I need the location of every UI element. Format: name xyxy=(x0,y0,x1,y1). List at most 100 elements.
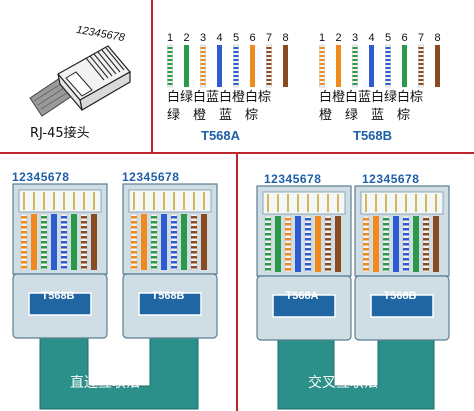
standard-a-pin-number: 7 xyxy=(266,32,272,44)
standard-a-pin-number: 4 xyxy=(216,32,222,44)
cable-crossover-connector-2-contact-pin xyxy=(395,194,397,212)
cable-straight-connector-2-wire xyxy=(161,214,167,270)
cable-crossover-connector-2-contact-pin xyxy=(385,194,387,212)
cable-crossover-drawing xyxy=(256,185,450,410)
standard-b-pin-number: 3 xyxy=(352,32,358,44)
cable-crossover-connector-2-wire xyxy=(433,216,439,272)
cable-straight-connector-1-wire xyxy=(20,213,28,271)
cable-straight-connector-1-contact-pin xyxy=(63,192,65,210)
standard-b-wire xyxy=(369,45,374,87)
cable-crossover-connector-2-label-box xyxy=(370,294,434,318)
cable-straight-connector-2-contact-pin xyxy=(173,192,175,210)
standard-a-wire xyxy=(184,45,189,87)
cable-straight-connector-2-wire xyxy=(150,213,158,271)
cable-straight: 12345678 12345678 T568B T568B 直连互联法 xyxy=(0,154,236,411)
cable-straight-connector-2-label: T568B xyxy=(151,290,185,302)
standard-b-wire xyxy=(336,45,341,87)
cable-crossover-connector-1-contacts xyxy=(262,191,346,215)
plug-panel: 12345678 RJ-45接头 xyxy=(0,0,150,150)
cable-crossover-connector-1-label-box xyxy=(272,294,336,318)
cable-straight-connector-1-wire xyxy=(60,213,68,271)
standard-a-wire xyxy=(167,44,173,88)
cable-crossover-connector-2-wire xyxy=(382,215,390,273)
cable-straight-connector-1-numbers: 12345678 xyxy=(12,170,70,184)
cable-straight-connector-2-wire xyxy=(170,213,178,271)
cable-crossover-connector-1-label: T568A xyxy=(285,290,319,302)
cable-straight-connector-1-contact-pin xyxy=(43,192,45,210)
standard-b-wire xyxy=(418,44,424,88)
cable-crossover-connector-2-numbers: 12345678 xyxy=(362,172,420,186)
standard-a-pin-number: 5 xyxy=(233,32,239,44)
cable-crossover-connector-1-wire xyxy=(284,215,292,273)
standard-a-pin-number: 1 xyxy=(167,32,173,44)
cable-crossover-connector-2-label: T568B xyxy=(383,290,417,302)
standard-t568a-title: T568A xyxy=(201,128,241,143)
cable-straight-connector-2-contact-pin xyxy=(153,192,155,210)
cable-straight-connector-1-wire xyxy=(91,214,97,270)
cable-straight-connector-2-label-box xyxy=(138,292,202,316)
cable-crossover-connector-1-contact-pin xyxy=(287,194,289,212)
standard-b-wire xyxy=(352,44,358,88)
standard-t568b-label-row-bottom: 橙 绿 蓝 棕 xyxy=(319,108,424,123)
cable-crossover-connector-1-wire xyxy=(295,216,301,272)
cable-straight-connector-2-contact-pin xyxy=(183,192,185,210)
standard-b-pin-number: 1 xyxy=(319,32,325,44)
cable-crossover-connector-1-contact-pin xyxy=(297,194,299,212)
standard-b-wire xyxy=(319,44,325,88)
cable-crossover-connector-1-wire xyxy=(304,215,312,273)
cable-crossover-connector-2-contact-pin xyxy=(375,194,377,212)
cable-crossover-connector-1-contact-pin xyxy=(307,194,309,212)
standard-b-wire xyxy=(385,44,391,88)
cable-crossover-connector-1-contact-pin xyxy=(327,194,329,212)
standard-t568a-label-row-bottom: 绿 橙 蓝 棕 xyxy=(167,108,272,123)
cable-crossover-connector-1-numbers: 12345678 xyxy=(264,172,322,186)
cable-crossover-connector-1-contact-pin xyxy=(267,194,269,212)
cable-straight-connector-2-wire xyxy=(190,213,198,271)
standard-b-pin-number: 6 xyxy=(401,32,407,44)
standard-a-wire xyxy=(233,44,239,88)
cable-straight-connector-2-contact-pin xyxy=(133,192,135,210)
standard-b-pin-number: 2 xyxy=(335,32,341,44)
cable-straight-connector-2-contacts xyxy=(128,189,212,213)
cable-straight-connector-1-wire xyxy=(31,214,37,270)
cable-crossover-connector-1-wire xyxy=(335,216,341,272)
standard-t568b-label-row-top: 白橙白蓝白绿白棕 xyxy=(319,90,424,105)
cable-crossover-connector-1-contact-pin xyxy=(317,194,319,212)
standard-a-wire xyxy=(217,45,222,87)
standard-b-wire xyxy=(402,45,407,87)
cable-straight-connector-1-wire xyxy=(71,214,77,270)
cable-straight-caption: 直连互联法 xyxy=(70,375,140,391)
standard-a-pin-number: 8 xyxy=(282,32,288,44)
cable-straight-connector-1-contact-pin xyxy=(33,192,35,210)
cable-straight-connector-1-wire xyxy=(40,213,48,271)
cable-crossover-connector-2-wire xyxy=(393,216,399,272)
rj45-plug-icon xyxy=(29,45,131,117)
cable-crossover-connector-2-wire xyxy=(373,216,379,272)
standard-a-wire xyxy=(250,45,255,87)
cable-straight-connector-1-contact-pin xyxy=(73,192,75,210)
cable-crossover-connector-2-contacts xyxy=(360,191,444,215)
cable-straight-connector-1-label: T568B xyxy=(41,290,75,302)
cable-straight-connector-1-wire xyxy=(51,214,57,270)
cable-crossover-connector-2-contact-pin xyxy=(405,194,407,212)
cable-straight-connector-2-wire xyxy=(141,214,147,270)
standard-a-pin-number: 3 xyxy=(200,32,206,44)
frame-divider-bottom-vertical xyxy=(236,154,238,411)
standard-b-pin-number: 7 xyxy=(418,32,424,44)
standard-a-wire xyxy=(283,45,288,87)
standard-b-pin-number: 5 xyxy=(385,32,391,44)
cable-crossover-connector-1-wire xyxy=(275,216,281,272)
cable-crossover-connector-2-wire xyxy=(362,215,370,273)
cable-crossover-connector-1-wire xyxy=(264,215,272,273)
cable-straight-connector-2-contact-pin xyxy=(193,192,195,210)
cable-straight-connector-1-contact-pin xyxy=(23,192,25,210)
cable-straight-connector-2-contact-pin xyxy=(163,192,165,210)
cable-crossover-connector-2-contact-pin xyxy=(365,194,367,212)
standard-a-wire xyxy=(200,44,206,88)
cable-straight-connector-1-contact-pin xyxy=(83,192,85,210)
frame-divider-top-vertical xyxy=(151,0,153,152)
standard-t568a-label-row-top: 白绿白蓝白橙白棕 xyxy=(167,90,272,105)
cable-straight-connector-2-contact-pin xyxy=(203,192,205,210)
